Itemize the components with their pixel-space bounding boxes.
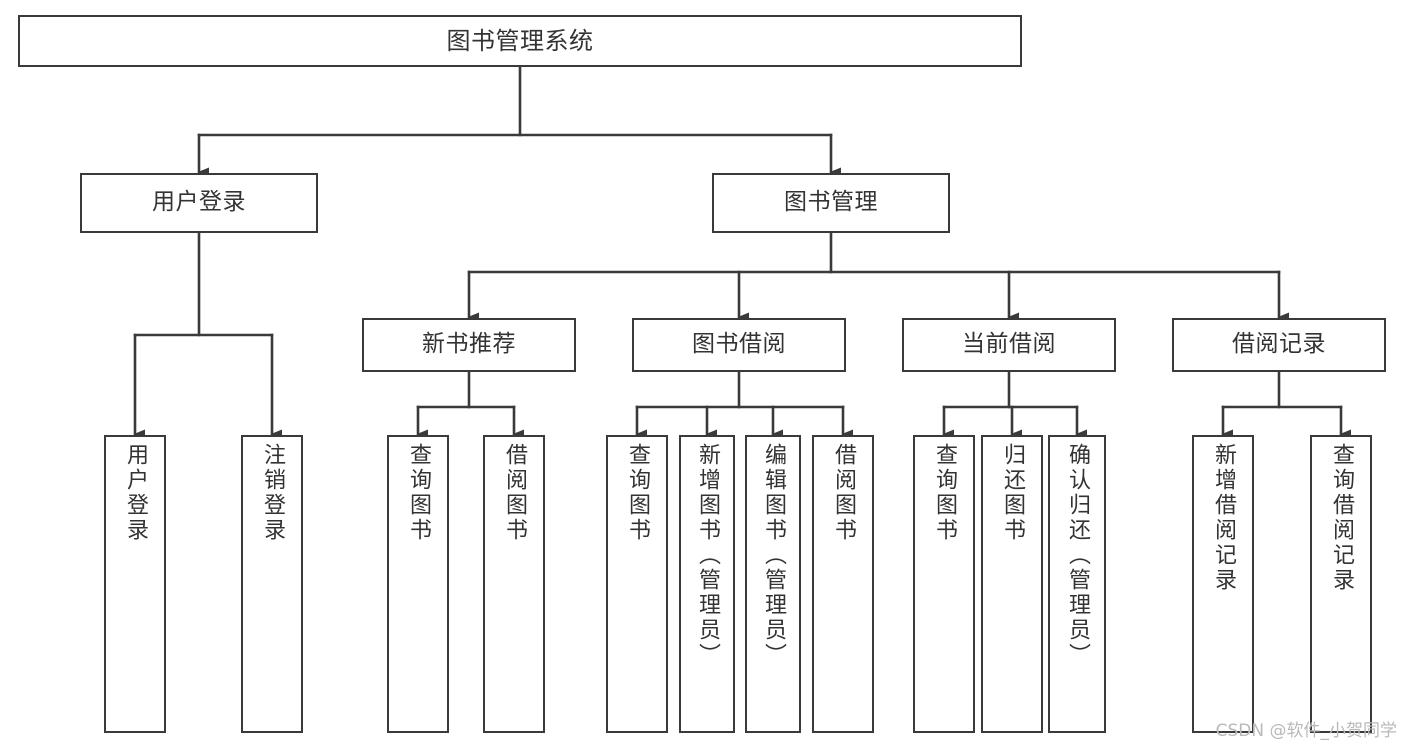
node-label: 新增借阅记录	[1211, 443, 1236, 593]
node-leaf-borrow-books[interactable]: 借阅图书	[812, 435, 874, 733]
node-leaf-add-borrow-record[interactable]: 新增借阅记录	[1192, 435, 1254, 733]
node-leaf-add-book-admin[interactable]: 新增图书（管理员）	[679, 435, 735, 733]
node-label: 查询图书	[406, 443, 431, 543]
node-borrowing-records[interactable]: 借阅记录	[1172, 318, 1386, 372]
node-label: 借阅记录	[1232, 331, 1326, 358]
node-leaf-user-login[interactable]: 用户登录	[104, 435, 166, 733]
node-label: 图书管理系统	[446, 26, 594, 55]
node-leaf-edit-book-admin[interactable]: 编辑图书（管理员）	[745, 435, 801, 733]
node-user-login[interactable]: 用户登录	[80, 173, 318, 233]
node-leaf-query-books-borrow[interactable]: 查询图书	[606, 435, 668, 733]
node-label: 编辑图书（管理员）	[761, 443, 786, 668]
node-label: 归还图书	[1000, 443, 1025, 543]
node-label: 确认归还（管理员）	[1065, 443, 1090, 668]
node-leaf-borrow-books-recommend[interactable]: 借阅图书	[483, 435, 545, 733]
node-book-borrowing[interactable]: 图书借阅	[632, 318, 846, 372]
node-label: 注销登录	[260, 443, 285, 543]
node-label: 查询图书	[932, 443, 957, 543]
node-label: 新增图书（管理员）	[695, 443, 720, 668]
node-leaf-query-books-recommend[interactable]: 查询图书	[387, 435, 449, 733]
node-book-management-system[interactable]: 图书管理系统	[18, 15, 1022, 67]
node-leaf-query-books-current[interactable]: 查询图书	[913, 435, 975, 733]
node-label: 查询图书	[625, 443, 650, 543]
node-label: 用户登录	[152, 189, 246, 216]
node-current-borrowing[interactable]: 当前借阅	[902, 318, 1116, 372]
node-label: 查询借阅记录	[1329, 443, 1354, 593]
node-label: 图书借阅	[692, 331, 786, 358]
node-leaf-logout[interactable]: 注销登录	[241, 435, 303, 733]
node-label: 借阅图书	[502, 443, 527, 543]
node-label: 当前借阅	[962, 331, 1056, 358]
node-leaf-return-books[interactable]: 归还图书	[981, 435, 1043, 733]
node-book-management[interactable]: 图书管理	[712, 173, 950, 233]
node-new-book-recommendation[interactable]: 新书推荐	[362, 318, 576, 372]
node-label: 用户登录	[123, 443, 148, 543]
node-leaf-confirm-return-admin[interactable]: 确认归还（管理员）	[1048, 435, 1106, 733]
node-label: 图书管理	[784, 189, 878, 216]
node-label: 借阅图书	[831, 443, 856, 543]
node-leaf-query-borrow-record[interactable]: 查询借阅记录	[1310, 435, 1372, 733]
node-label: 新书推荐	[422, 331, 516, 358]
